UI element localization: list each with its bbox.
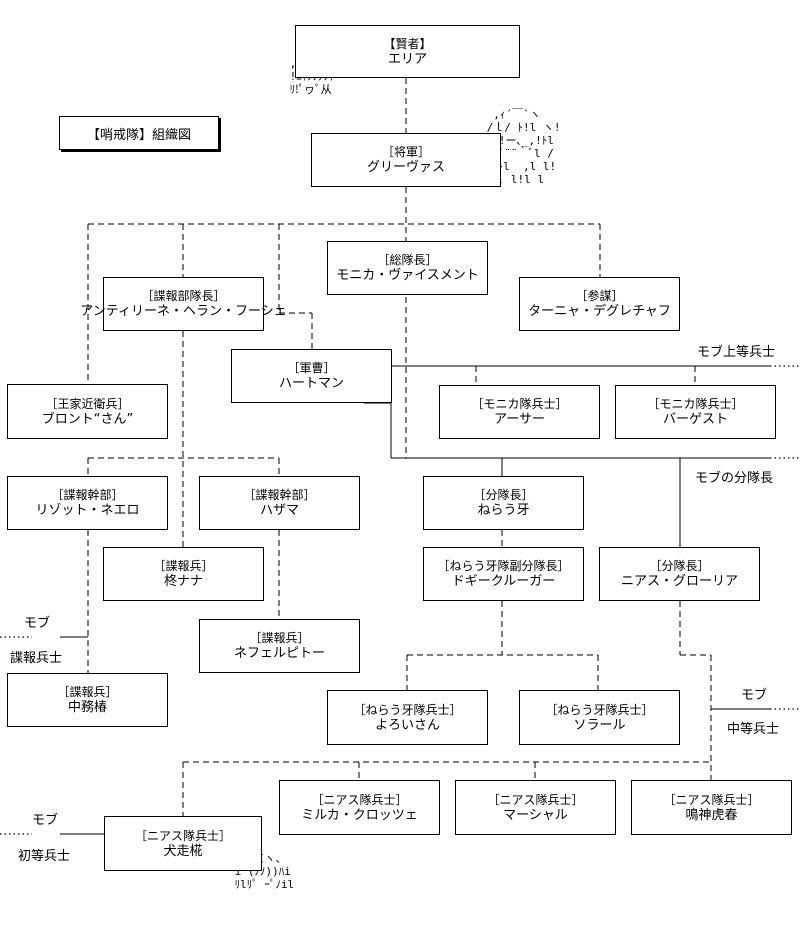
- node-title: ［諜報兵］: [153, 559, 214, 573]
- node-name: モニカ・ヴァイスメント: [336, 268, 479, 283]
- mob-low-label-bottom: 初等兵士: [18, 849, 71, 864]
- node-nias-soldier-1: ［ニアス隊兵士］ ミルカ・クロッツェ: [279, 780, 440, 835]
- node-elia: 【賢者】 エリア: [295, 25, 520, 78]
- mob-upper-soldier-label: モブ上等兵士: [697, 345, 776, 360]
- node-name: アンティリーネ・ヘラン・フーシェ: [80, 304, 287, 319]
- node-title: ［分隊長］: [649, 559, 710, 573]
- node-title: ［諜報部隊長］: [141, 289, 226, 303]
- node-name: 鳴神虎春: [685, 807, 738, 823]
- mob-spy-label-bottom: 諜報兵士: [10, 651, 63, 666]
- node-name: よろいさん: [374, 717, 440, 733]
- node-title: ［総隊長］: [377, 253, 438, 267]
- node-name: エリア: [387, 51, 427, 67]
- node-monica-soldier-2: ［モニカ隊兵士］ バーゲスト: [615, 385, 776, 439]
- node-name: ターニャ・デグレチャフ: [528, 304, 671, 319]
- node-monica: ［総隊長］ モニカ・ヴァイスメント: [327, 241, 488, 295]
- node-squad-leader-1: ［分隊長］ ねらう牙: [423, 476, 584, 530]
- node-guard: ［王家近衛兵］ ブロント“さん”: [7, 384, 168, 439]
- mob-mid-label-top: モブ: [741, 688, 768, 703]
- node-intel-chief: ［諜報部隊長］ アンティリーネ・ヘラン・フーシェ: [80, 277, 287, 331]
- node-name: ハートマン: [278, 376, 344, 391]
- node-title: ［ニアス隊兵士］: [487, 792, 584, 807]
- chart-title: 【哨戒隊】組織図: [59, 116, 219, 150]
- node-title: ［ニアス隊兵士］: [663, 792, 760, 807]
- node-name: ブロント“さん”: [41, 411, 134, 427]
- node-staff: ［参謀］ ターニャ・デグレチャフ: [519, 277, 680, 331]
- node-title: 【賢者】: [383, 36, 432, 51]
- node-name: ねらう牙: [477, 503, 530, 518]
- node-title: ［将軍］: [381, 145, 430, 159]
- node-spy-3: ［諜報兵］ 中務椿: [7, 673, 168, 727]
- node-name: ハザマ: [259, 503, 299, 518]
- node-title: ［諜報兵］: [249, 631, 310, 645]
- node-nias-soldier-3: ［ニアス隊兵士］ 鳴神虎春: [631, 780, 792, 835]
- node-intel-officer-1: ［諜報幹部］ リゾット・ネエロ: [7, 476, 168, 530]
- node-title: ［諜報兵］: [57, 685, 118, 699]
- node-greevas: ［将軍］ グリーヴァス: [311, 133, 501, 187]
- node-intel-officer-2: ［諜報幹部］ ハザマ: [199, 476, 360, 530]
- node-name: グリーヴァス: [366, 160, 445, 175]
- node-name: 犬走椛: [163, 843, 203, 859]
- mob-spy-label-top: モブ: [24, 616, 51, 631]
- node-spy-1: ［諜報兵］ 柊ナナ: [103, 547, 264, 601]
- node-name: 中務椿: [67, 700, 107, 715]
- node-name: バーゲスト: [662, 412, 728, 427]
- node-fang-soldier-1: ［ねらう牙隊兵士］ よろいさん: [327, 690, 488, 745]
- node-title: ［ニアス隊兵士］: [134, 828, 231, 843]
- node-name: アーサー: [494, 412, 545, 427]
- node-name: ドギークルーガー: [451, 574, 556, 589]
- mob-low-label-top: モブ: [32, 813, 59, 828]
- node-fang-soldier-2: ［ねらう牙隊兵士］ ソラール: [519, 690, 680, 745]
- node-name: ニアス・グローリア: [620, 574, 738, 589]
- node-monica-soldier-1: ［モニカ隊兵士］ アーサー: [439, 385, 600, 439]
- node-squad-leader-2: ［分隊長］ ニアス・グローリア: [599, 547, 760, 601]
- node-name: ソラール: [573, 717, 626, 733]
- node-title: ［参謀］: [575, 289, 624, 303]
- node-title: ［王家近衛兵］: [45, 396, 130, 411]
- node-title: ［諜報幹部］: [51, 488, 124, 502]
- node-name: マーシャル: [503, 807, 568, 823]
- mob-mid-label-bottom: 中等兵士: [727, 722, 780, 737]
- node-title: ［ねらう牙隊兵士］: [545, 702, 654, 717]
- node-title: ［ニアス隊兵士］: [311, 792, 408, 807]
- node-title: ［ねらう牙隊兵士］: [353, 702, 462, 717]
- node-title: ［諜報幹部］: [243, 488, 316, 502]
- node-name: リゾット・ネエロ: [35, 503, 140, 518]
- node-nias-soldier-4: ［ニアス隊兵士］ 犬走椛: [104, 816, 262, 871]
- node-name: ミルカ・クロッツェ: [301, 807, 418, 823]
- node-name: ネフェルピトー: [233, 646, 325, 661]
- node-title: ［軍曹］: [287, 361, 336, 375]
- node-vice-squad-leader: ［ねらう牙隊副分隊長］ ドギークルーガー: [423, 547, 584, 601]
- node-title: ［ねらう牙隊副分隊長］: [437, 559, 570, 573]
- node-title: ［分隊長］: [473, 488, 534, 502]
- node-sergeant: ［軍曹］ ハートマン: [231, 349, 392, 403]
- node-nias-soldier-2: ［ニアス隊兵士］ マーシャル: [455, 780, 616, 835]
- node-name: 柊ナナ: [163, 574, 203, 589]
- node-title: ［モニカ隊兵士］: [647, 397, 744, 411]
- node-spy-2: ［諜報兵］ ネフェルピトー: [199, 619, 360, 673]
- node-title: ［モニカ隊兵士］: [471, 397, 568, 411]
- mob-squad-leader-label: モブの分隊長: [695, 471, 774, 486]
